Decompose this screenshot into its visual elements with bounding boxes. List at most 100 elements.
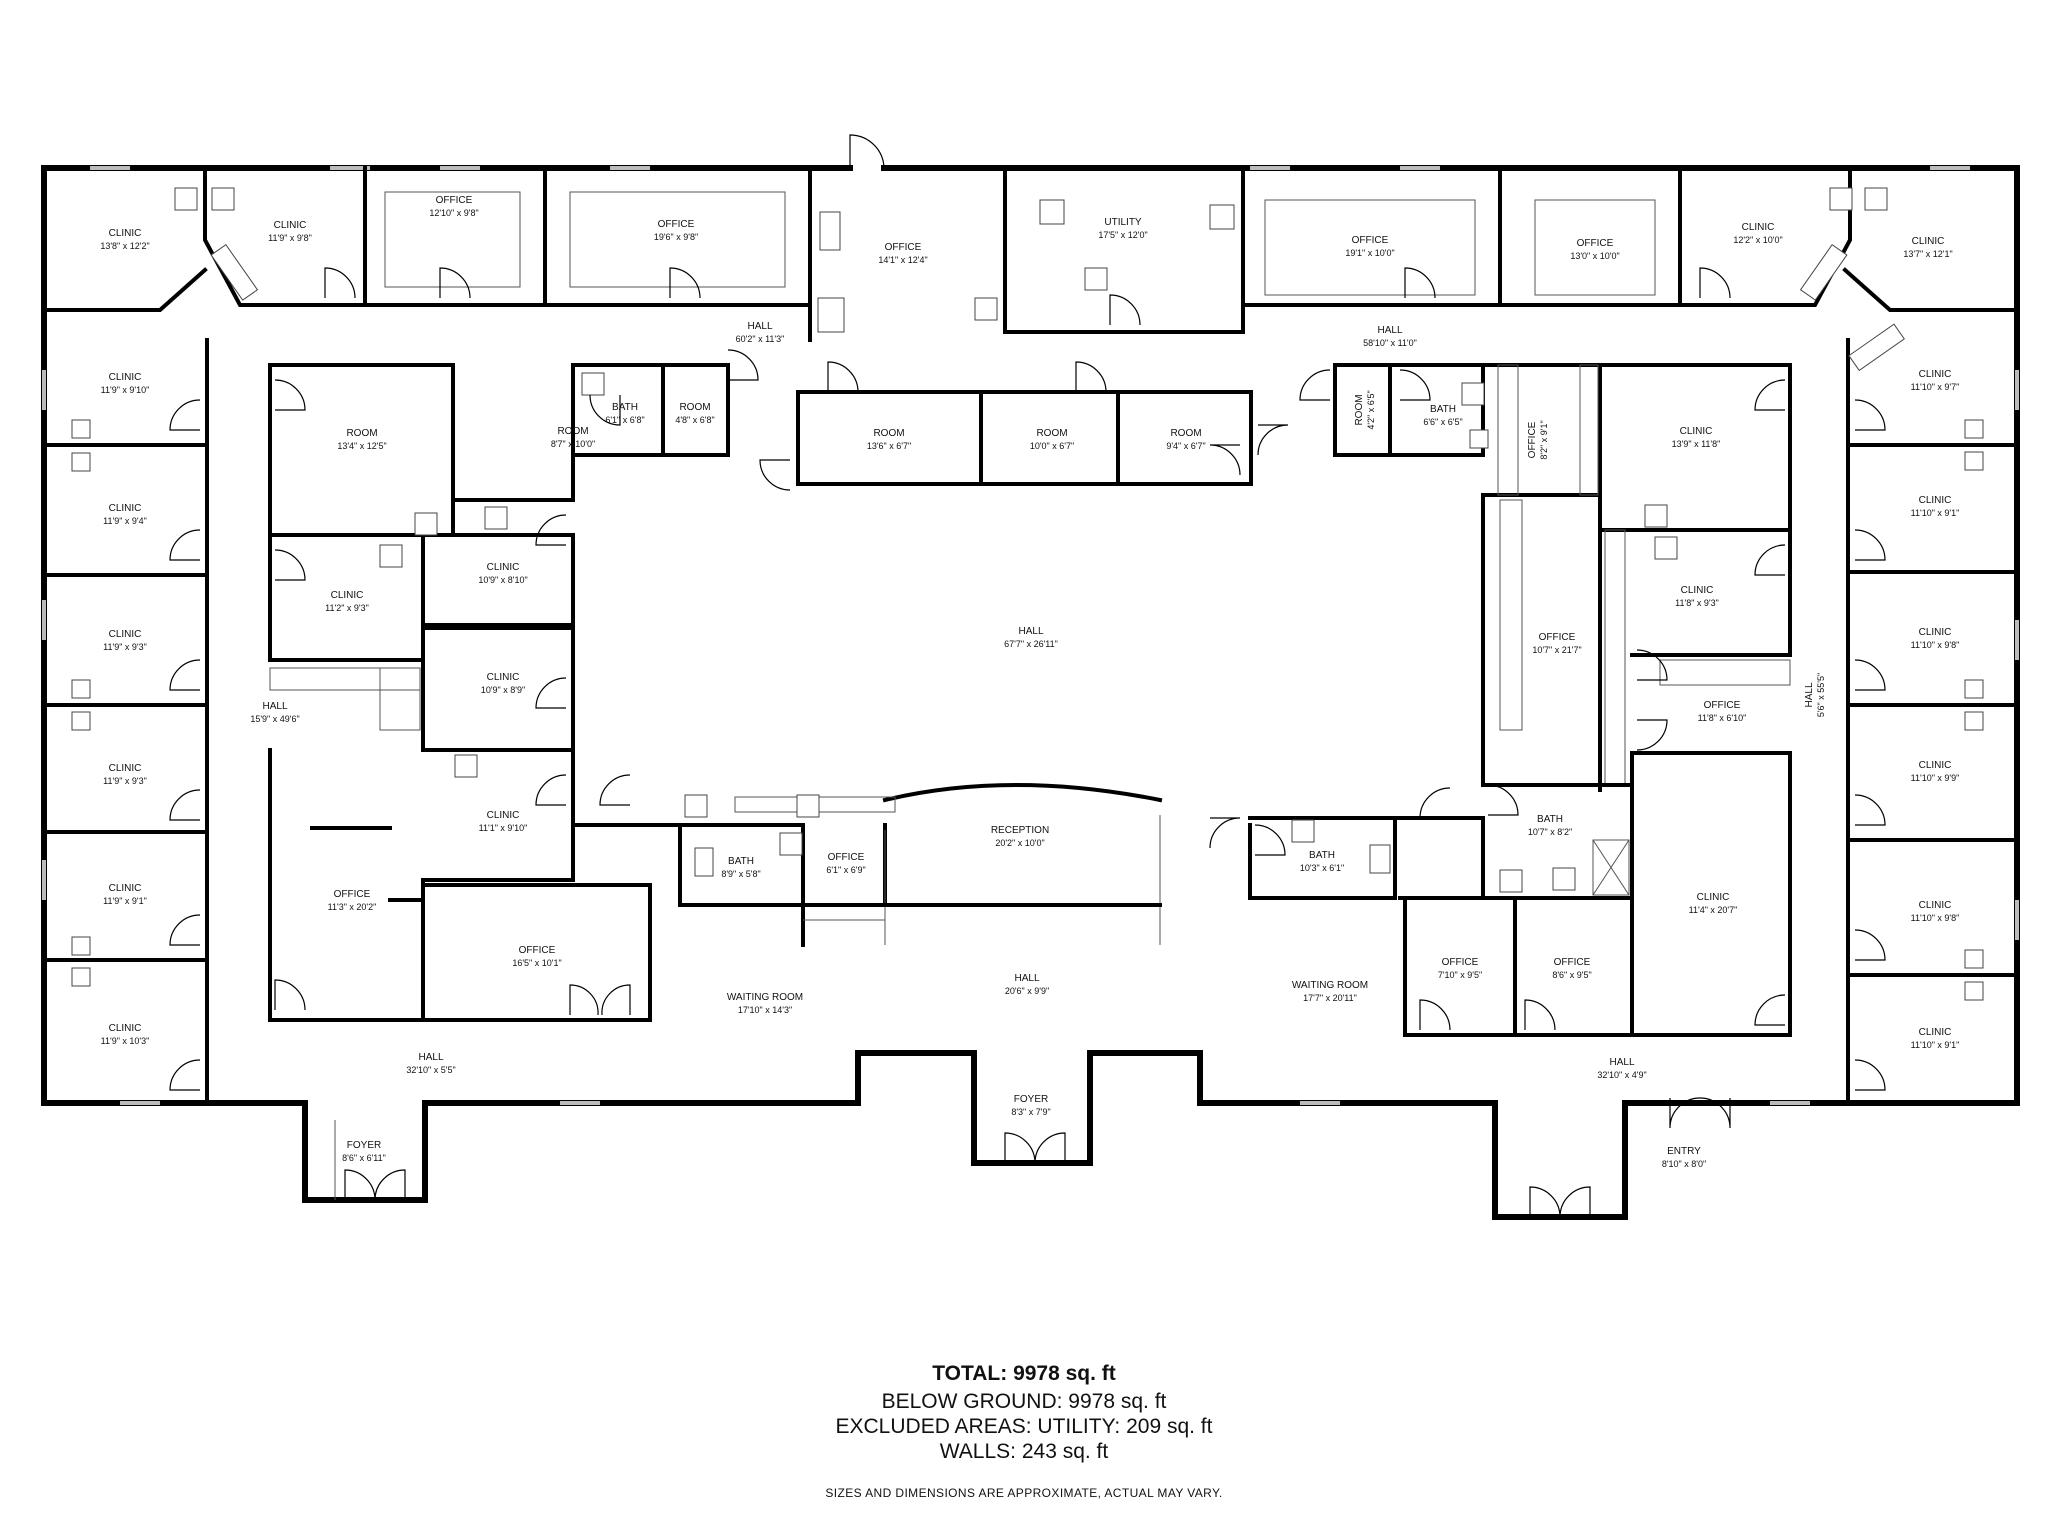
room-name: OFFICE — [1554, 957, 1591, 968]
room-dims: 6'6" x 6'5" — [1423, 417, 1462, 427]
room-dims: 19'6" x 9'8" — [654, 232, 698, 242]
room-name: CLINIC — [1919, 627, 1952, 638]
room-dims: 11'9" x 9'10" — [101, 385, 150, 395]
room-name: CLINIC — [1919, 369, 1952, 380]
room-dims: 10'9" x 8'9" — [481, 685, 525, 695]
room-dims: 11'9" x 9'3" — [103, 776, 147, 786]
room-dims: 17'7" x 20'11" — [1303, 993, 1357, 1003]
room-name: OFFICE — [658, 219, 695, 230]
room-name: CLINIC — [487, 562, 520, 573]
room-name: CLINIC — [1919, 900, 1952, 911]
room-name: ROOM — [679, 402, 710, 413]
room-name: FOYER — [1014, 1094, 1048, 1105]
room-name: HALL — [418, 1052, 443, 1063]
room-name: CLINIC — [1681, 585, 1714, 596]
room-dims: 32'10" x 4'9" — [1597, 1070, 1646, 1080]
room-name: HALL — [1804, 682, 1815, 707]
west-clinics — [42, 338, 209, 1105]
room-name: OFFICE — [828, 852, 865, 863]
room-dims: 10'7" x 21'7" — [1532, 645, 1581, 655]
room-name: CLINIC — [1680, 426, 1713, 437]
room-dims: 13'0" x 10'0" — [1570, 251, 1619, 261]
room-name: ROOM — [1354, 394, 1365, 425]
room-dims: 17'5" x 12'0" — [1098, 230, 1147, 240]
room-name: UTILITY — [1104, 217, 1142, 228]
room-dims: 20'2" x 10'0" — [995, 838, 1044, 848]
room-name: ROOM — [1036, 428, 1067, 439]
room-dims: 11'10" x 9'8" — [1911, 640, 1960, 650]
walls-area: WALLS: 243 sq. ft — [939, 1440, 1109, 1463]
room-dims: 8'6" x 9'5" — [1552, 970, 1591, 980]
room-name: CLINIC — [109, 1023, 142, 1034]
room-name: HALL — [262, 701, 287, 712]
room-dims: 5'6" x 55'5" — [1816, 673, 1826, 717]
room-name: BATH — [612, 402, 638, 413]
room-dims: 8'2" x 9'1" — [1539, 420, 1549, 459]
room-name: OFFICE — [1577, 238, 1614, 249]
room-dims: 11'4" x 20'7" — [1689, 905, 1738, 915]
room-dims: 13'9" x 11'8" — [1672, 439, 1721, 449]
room-name: CLINIC — [274, 220, 307, 231]
room-dims: 11'9" x 9'3" — [103, 642, 147, 652]
room-dims: 14'1" x 12'4" — [878, 255, 927, 265]
room-name: OFFICE — [1539, 632, 1576, 643]
room-name: CLINIC — [109, 629, 142, 640]
room-name: OFFICE — [334, 889, 371, 900]
room-dims: 11'10" x 9'7" — [1911, 382, 1960, 392]
room-dims: 12'10" x 9'8" — [429, 208, 478, 218]
room-dims: 16'5" x 10'1" — [512, 958, 561, 968]
room-dims: 13'4" x 12'5" — [337, 441, 386, 451]
exterior-walls — [41, 165, 2020, 1220]
south-center-rooms — [571, 774, 1634, 1037]
room-dims: 6'1" x 6'9" — [826, 865, 865, 875]
excluded-areas: EXCLUDED AREAS: UTILITY: 209 sq. ft — [835, 1415, 1213, 1438]
inner-east-rooms — [1299, 363, 1792, 1037]
room-dims: 11'3" x 20'2" — [328, 902, 377, 912]
room-dims: 10'9" x 8'10" — [478, 575, 527, 585]
room-dims: 8'10" x 8'0" — [1662, 1159, 1706, 1169]
room-name: CLINIC — [109, 228, 142, 239]
room-dims: 11'9" x 9'4" — [103, 516, 147, 526]
room-dims: 13'7" x 12'1" — [1903, 249, 1952, 259]
room-dims: 19'1" x 10'0" — [1345, 248, 1394, 258]
room-name: BATH — [1309, 850, 1335, 861]
room-name: ROOM — [557, 426, 588, 437]
room-name: CLINIC — [1919, 760, 1952, 771]
room-dims: 8'9" x 5'8" — [721, 869, 760, 879]
room-name: CLINIC — [487, 672, 520, 683]
room-name: OFFICE — [1527, 421, 1538, 458]
room-name: CLINIC — [1919, 495, 1952, 506]
room-name: ROOM — [346, 428, 377, 439]
room-name: CLINIC — [109, 883, 142, 894]
inner-west-rooms — [268, 349, 759, 1022]
room-name: ROOM — [1170, 428, 1201, 439]
room-name: OFFICE — [519, 945, 556, 956]
room-dims: 8'3" x 7'9" — [1011, 1107, 1050, 1117]
room-dims: 20'6" x 9'9" — [1005, 986, 1049, 996]
room-name: CLINIC — [331, 590, 364, 601]
room-name: CLINIC — [1912, 236, 1945, 247]
room-dims: 13'6" x 6'7" — [867, 441, 911, 451]
room-name: HALL — [1018, 626, 1043, 637]
room-dims: 11'10" x 9'9" — [1911, 773, 1960, 783]
room-dims: 11'8" x 6'10" — [1698, 713, 1747, 723]
room-name: CLINIC — [109, 503, 142, 514]
room-dims: 10'3" x 6'1" — [1300, 863, 1344, 873]
disclaimer: SIZES AND DIMENSIONS ARE APPROXIMATE, AC… — [825, 1486, 1223, 1500]
room-labels: CLINIC 13'8" x 12'2" CLINIC 11'9" x 9'8"… — [100, 195, 1959, 1169]
room-name: HALL — [1014, 973, 1039, 984]
room-name: HALL — [747, 321, 772, 332]
room-dims: 10'7" x 8'2" — [1528, 827, 1572, 837]
entries — [334, 1097, 1731, 1218]
room-dims: 6'1" x 6'8" — [605, 415, 644, 425]
room-name: OFFICE — [1442, 957, 1479, 968]
room-dims: 11'1" x 9'10" — [479, 823, 528, 833]
room-dims: 11'8" x 9'3" — [1675, 598, 1719, 608]
room-dims: 15'9" x 49'6" — [250, 714, 299, 724]
room-dims: 67'7" x 26'11" — [1004, 639, 1058, 649]
east-clinics — [1846, 323, 2019, 1105]
room-dims: 4'2" x 6'5" — [1366, 390, 1376, 429]
room-name: ROOM — [873, 428, 904, 439]
below-ground-area: BELOW GROUND: 9978 sq. ft — [881, 1390, 1167, 1413]
